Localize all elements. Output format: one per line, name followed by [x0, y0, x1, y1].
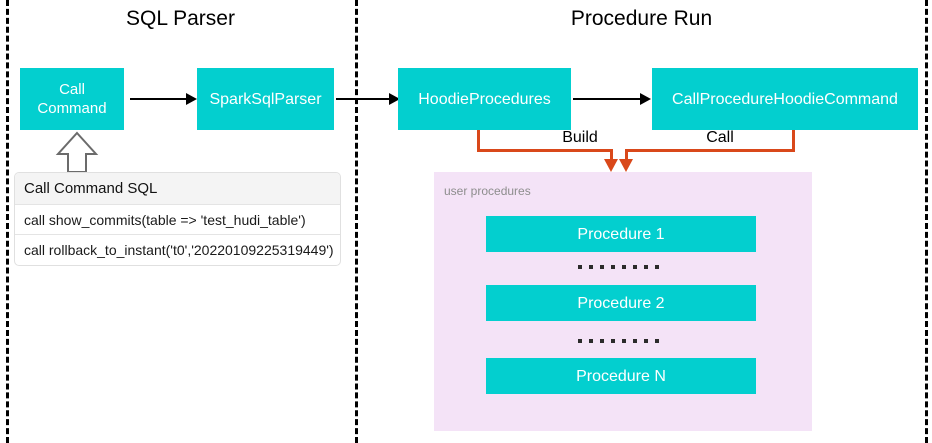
arrow-head-to-spark-sql-parser: [186, 93, 197, 105]
node-call-command[interactable]: Call Command: [20, 68, 124, 130]
call-command-sql-table: Call Command SQL call show_commits(table…: [14, 172, 341, 266]
ellipsis-dots-2: [578, 339, 659, 343]
build-connector-vertical-start: [477, 130, 480, 152]
divider-middle: [355, 0, 358, 443]
node-procedure-n[interactable]: Procedure N: [486, 358, 756, 394]
sql-table-row-1: call show_commits(table => 'test_hudi_ta…: [15, 205, 340, 235]
edge-label-build: Build: [562, 129, 598, 146]
arrow-spark-sql-parser-to-hoodie-procedures: [336, 98, 390, 100]
node-call-command-line2: Command: [37, 100, 107, 117]
ellipsis-dots-1: [578, 265, 659, 269]
arrow-call-command-to-spark-sql-parser: [130, 98, 187, 100]
node-procedure-1[interactable]: Procedure 1: [486, 216, 756, 252]
sql-table-header: Call Command SQL: [15, 173, 340, 205]
arrow-head-to-call-procedure-hoodie-command: [640, 93, 651, 105]
divider-left: [6, 0, 9, 443]
sql-table-row-2: call rollback_to_instant('t0','202201092…: [24, 242, 334, 258]
node-call-procedure-hoodie-command[interactable]: CallProcedureHoodieCommand: [652, 68, 918, 130]
arrow-head-to-hoodie-procedures: [389, 93, 400, 105]
build-connector-horizontal: [477, 149, 613, 152]
call-connector-vertical-end: [625, 149, 628, 161]
build-connector-vertical-end: [610, 149, 613, 161]
call-arrow-head: [619, 159, 633, 172]
section-title-procedure-run: Procedure Run: [570, 7, 713, 30]
call-connector-horizontal: [625, 149, 795, 152]
build-arrow-head: [604, 159, 618, 172]
node-call-command-line1: Call: [59, 81, 85, 98]
node-hoodie-procedures[interactable]: HoodieProcedures: [398, 68, 571, 130]
arrow-hoodie-procedures-to-call-procedure-hoodie-command: [573, 98, 641, 100]
edge-label-call: Call: [706, 129, 734, 146]
divider-right: [925, 0, 928, 443]
node-spark-sql-parser[interactable]: SparkSqlParser: [197, 68, 334, 130]
section-title-sql-parser: SQL Parser: [126, 7, 235, 30]
call-connector-vertical-start: [792, 130, 795, 152]
user-procedures-label: user procedures: [444, 184, 531, 198]
node-procedure-2[interactable]: Procedure 2: [486, 285, 756, 321]
